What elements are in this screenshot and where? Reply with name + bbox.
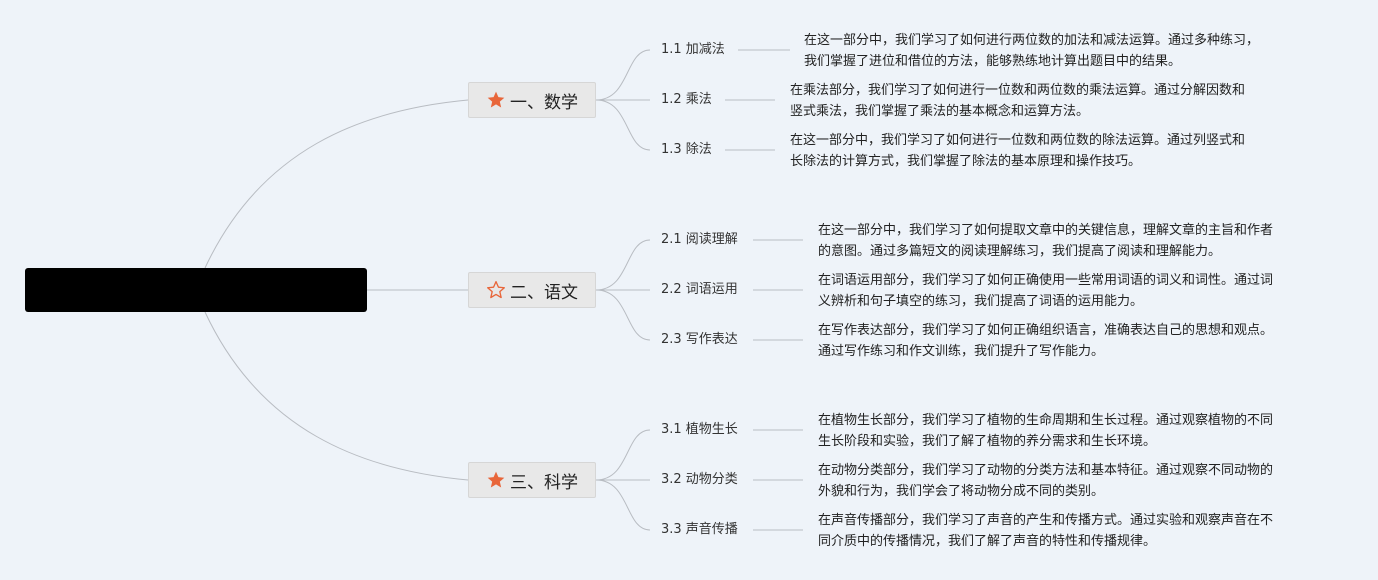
connector-root-branch-3 (204, 311, 469, 481)
description-line: 在词语运用部分，我们学习了如何正确使用一些常用词语的词义和词性。通过词 (818, 273, 1274, 288)
topic-math-label: 一、数学 (510, 92, 578, 113)
subtopic-1-3[interactable]: 1.3 除法 (661, 142, 712, 157)
description-line: 在乘法部分，我们学习了如何进行一位数和两位数的乘法运算。通过分解因数和 (790, 83, 1246, 98)
star-filled-icon (487, 471, 505, 488)
connector-b1-s3 (595, 99, 651, 151)
description-3-2: 在动物分类部分，我们学习了动物的分类方法和基本特征。通过观察不同动物的 外貌和行… (818, 460, 1318, 502)
description-1-1: 在这一部分中，我们学习了如何进行两位数的加法和减法运算。通过多种练习， 我们掌握… (804, 30, 1304, 72)
description-line: 竖式乘法，我们掌握了乘法的基本概念和运算方法。 (790, 104, 1090, 119)
description-line: 长除法的计算方式，我们掌握了除法的基本原理和操作技巧。 (790, 154, 1142, 169)
description-line: 同介质中的传播情况，我们了解了声音的特性和传播规律。 (818, 534, 1157, 549)
topic-science-label: 三、科学 (510, 472, 578, 493)
star-outline-icon (487, 281, 505, 299)
description-line: 在声音传播部分，我们学习了声音的产生和传播方式。通过实验和观察声音在不 (818, 513, 1274, 528)
star-filled-icon (487, 91, 505, 108)
description-line: 通过写作练习和作文训练，我们提升了写作能力。 (818, 344, 1105, 359)
description-3-3: 在声音传播部分，我们学习了声音的产生和传播方式。通过实验和观察声音在不 同介质中… (818, 510, 1318, 552)
description-line: 在植物生长部分，我们学习了植物的生命周期和生长过程。通过观察植物的不同 (818, 413, 1274, 428)
root-node[interactable] (25, 268, 367, 312)
connector-root-branch-1 (204, 99, 469, 269)
description-line: 生长阶段和实验，我们了解了植物的养分需求和生长环境。 (818, 434, 1157, 449)
description-line: 在动物分类部分，我们学习了动物的分类方法和基本特征。通过观察不同动物的 (818, 463, 1274, 478)
description-line: 我们掌握了进位和借位的方法，能够熟练地计算出题目中的结果。 (804, 54, 1182, 69)
topic-chinese[interactable]: 二、语文 (468, 272, 596, 308)
subtopic-2-1[interactable]: 2.1 阅读理解 (661, 232, 738, 247)
description-line: 义辨析和句子填空的练习，我们提高了词语的运用能力。 (818, 294, 1144, 309)
subtopic-3-3[interactable]: 3.3 声音传播 (661, 522, 738, 537)
topic-chinese-label: 二、语文 (510, 282, 578, 303)
subtopic-2-2[interactable]: 2.2 词语运用 (661, 282, 738, 297)
description-line: 的意图。通过多篇短文的阅读理解练习，我们提高了阅读和理解能力。 (818, 244, 1222, 259)
description-line: 在这一部分中，我们学习了如何进行两位数的加法和减法运算。通过多种练习， (804, 33, 1260, 48)
connector-b3-s1 (595, 429, 651, 481)
connector-b2-s1 (595, 239, 651, 291)
subtopic-1-1[interactable]: 1.1 加减法 (661, 42, 725, 57)
description-2-2: 在词语运用部分，我们学习了如何正确使用一些常用词语的词义和词性。通过词 义辨析和… (818, 270, 1318, 312)
topic-math[interactable]: 一、数学 (468, 82, 596, 118)
description-line: 在写作表达部分，我们学习了如何正确组织语言，准确表达自己的思想和观点。 (818, 323, 1274, 338)
description-2-1: 在这一部分中，我们学习了如何提取文章中的关键信息，理解文章的主旨和作者 的意图。… (818, 220, 1318, 262)
topic-science[interactable]: 三、科学 (468, 462, 596, 498)
description-1-3: 在这一部分中，我们学习了如何进行一位数和两位数的除法运算。通过列竖式和 长除法的… (790, 130, 1290, 172)
connector-b1-s1 (595, 49, 651, 101)
subtopic-3-2[interactable]: 3.2 动物分类 (661, 472, 738, 487)
description-line: 在这一部分中，我们学习了如何进行一位数和两位数的除法运算。通过列竖式和 (790, 133, 1246, 148)
description-1-2: 在乘法部分，我们学习了如何进行一位数和两位数的乘法运算。通过分解因数和 竖式乘法… (790, 80, 1290, 122)
subtopic-3-1[interactable]: 3.1 植物生长 (661, 422, 738, 437)
connector-b3-s3 (595, 479, 651, 531)
subtopic-2-3[interactable]: 2.3 写作表达 (661, 332, 738, 347)
subtopic-1-2[interactable]: 1.2 乘法 (661, 92, 712, 107)
description-line: 在这一部分中，我们学习了如何提取文章中的关键信息，理解文章的主旨和作者 (818, 223, 1274, 238)
connector-b2-s3 (595, 289, 651, 341)
description-2-3: 在写作表达部分，我们学习了如何正确组织语言，准确表达自己的思想和观点。 通过写作… (818, 320, 1318, 362)
description-3-1: 在植物生长部分，我们学习了植物的生命周期和生长过程。通过观察植物的不同 生长阶段… (818, 410, 1318, 452)
description-line: 外貌和行为，我们学会了将动物分成不同的类别。 (818, 484, 1105, 499)
